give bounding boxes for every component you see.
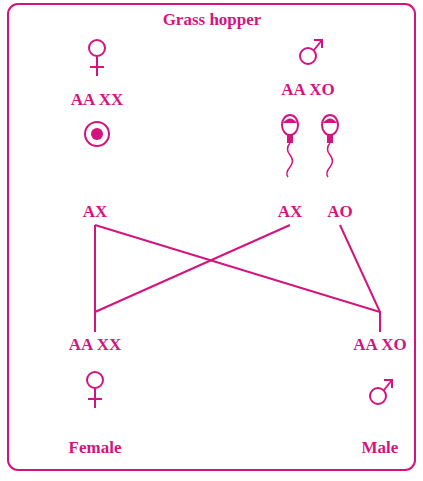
- genotype-node: AA XO: [350, 333, 409, 357]
- genotype-text: AO: [327, 202, 353, 222]
- genotype-node: AA XX: [68, 88, 126, 112]
- egg-cell: [85, 122, 109, 146]
- genotype-text: AA XO: [281, 80, 334, 100]
- genotype-text: AX: [278, 202, 303, 222]
- male-symbol: [370, 380, 392, 404]
- genotype-text: AX: [83, 202, 108, 222]
- cross-line: [95, 225, 380, 332]
- genotype-node: AA XX: [66, 333, 124, 357]
- genotype-text: AA XX: [69, 335, 121, 355]
- sex-label: Male: [362, 438, 399, 458]
- female-symbol: [87, 372, 103, 408]
- sperm-cell: [282, 115, 298, 177]
- gamete-genotype: AX: [275, 200, 306, 224]
- genotype-node: AA XO: [278, 78, 337, 102]
- genotype-text: AA XO: [353, 335, 406, 355]
- gamete-genotype: AO: [324, 200, 356, 224]
- sex-label: Female: [69, 438, 122, 458]
- male-symbol: [300, 40, 322, 64]
- sperm-cell: [322, 115, 338, 177]
- genotype-text: AA XX: [71, 90, 123, 110]
- frame-border: [8, 4, 415, 470]
- cross-line: [95, 225, 290, 332]
- diagram-title: Grass hopper: [163, 10, 262, 30]
- cross-line: [340, 225, 380, 332]
- gamete-genotype: AX: [80, 200, 111, 224]
- female-symbol: [89, 40, 105, 76]
